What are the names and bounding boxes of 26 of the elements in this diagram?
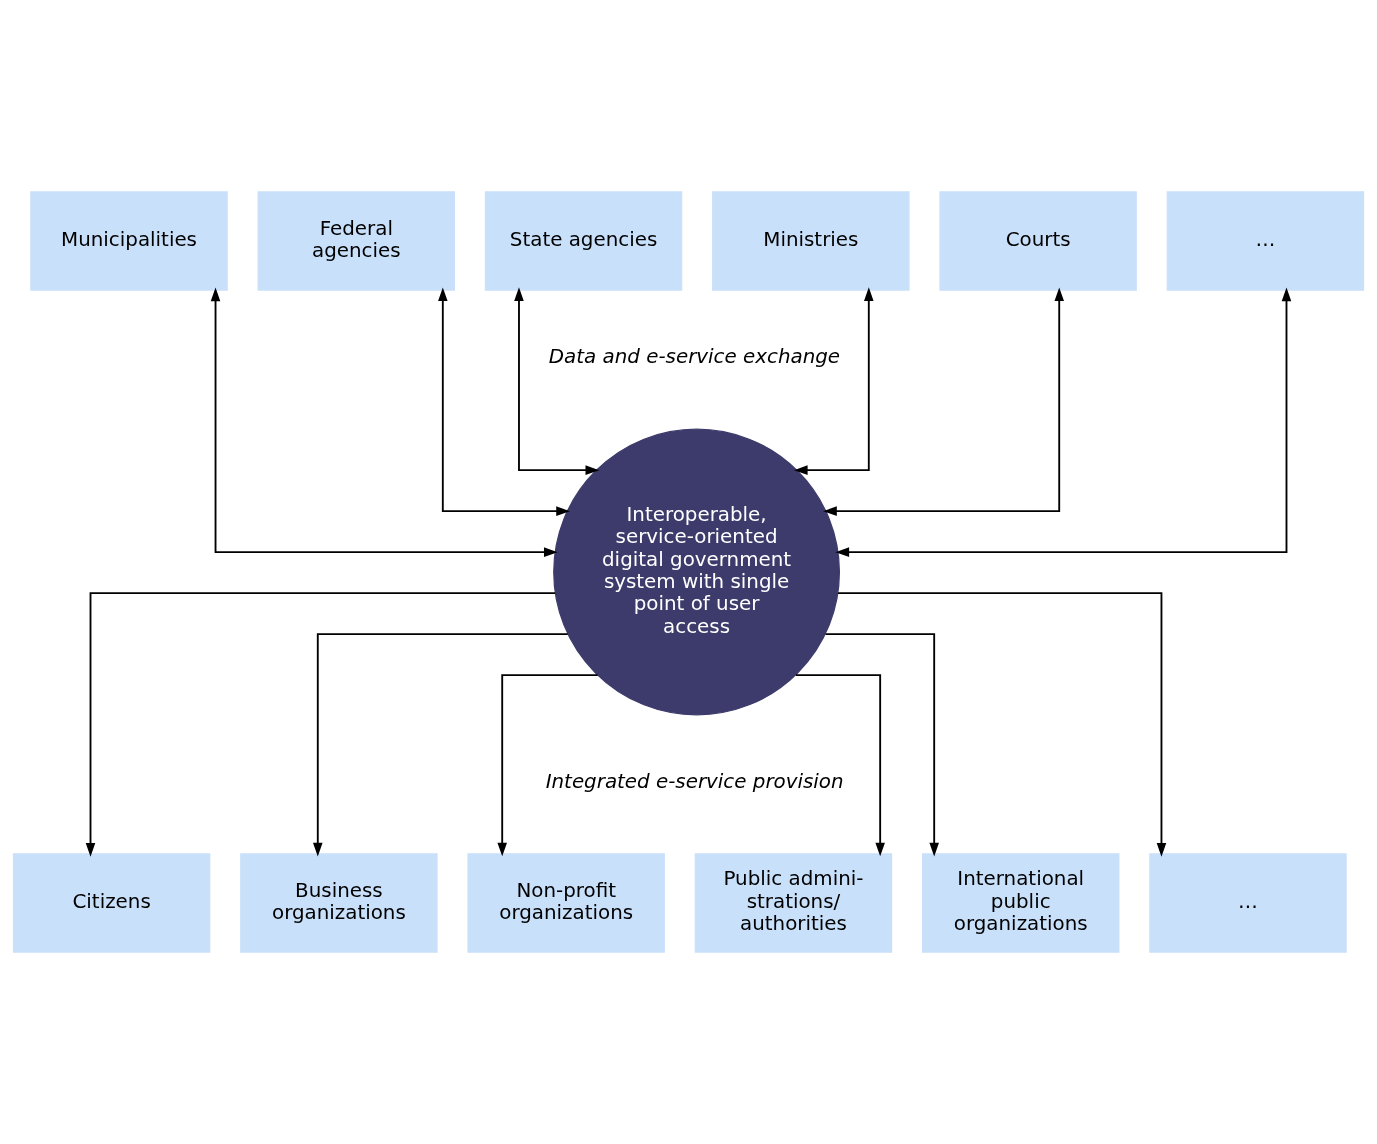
arrow (837, 592, 1167, 857)
node-box: Municipalities (30, 191, 228, 291)
node-box: … (1149, 853, 1347, 953)
node-box: Citizens (12, 853, 211, 953)
label: Data and e-service exchange (548, 345, 841, 369)
node-box: International public organizations (922, 853, 1120, 953)
arrow (835, 287, 1292, 557)
node-box: … (1166, 191, 1365, 291)
arrow (793, 287, 874, 475)
arrow (824, 633, 939, 857)
node-box: Courts (939, 191, 1137, 291)
arrow (210, 287, 558, 557)
node-box: Business organizations (240, 853, 438, 953)
arrow (313, 633, 569, 857)
arrow (438, 287, 570, 516)
node-box: Ministries (712, 191, 910, 291)
arrow (823, 287, 1064, 516)
arrow (85, 592, 557, 857)
node-box: Non-profit organizations (467, 853, 665, 953)
label: Integrated e-service provision (545, 769, 844, 793)
node-box: Federal agencies (257, 191, 455, 291)
arrow (497, 674, 599, 857)
node-box: Public admini- strations/ authorities (694, 853, 893, 953)
arrow (514, 287, 600, 475)
arrow (794, 674, 885, 857)
node-box: State agencies (484, 191, 683, 291)
